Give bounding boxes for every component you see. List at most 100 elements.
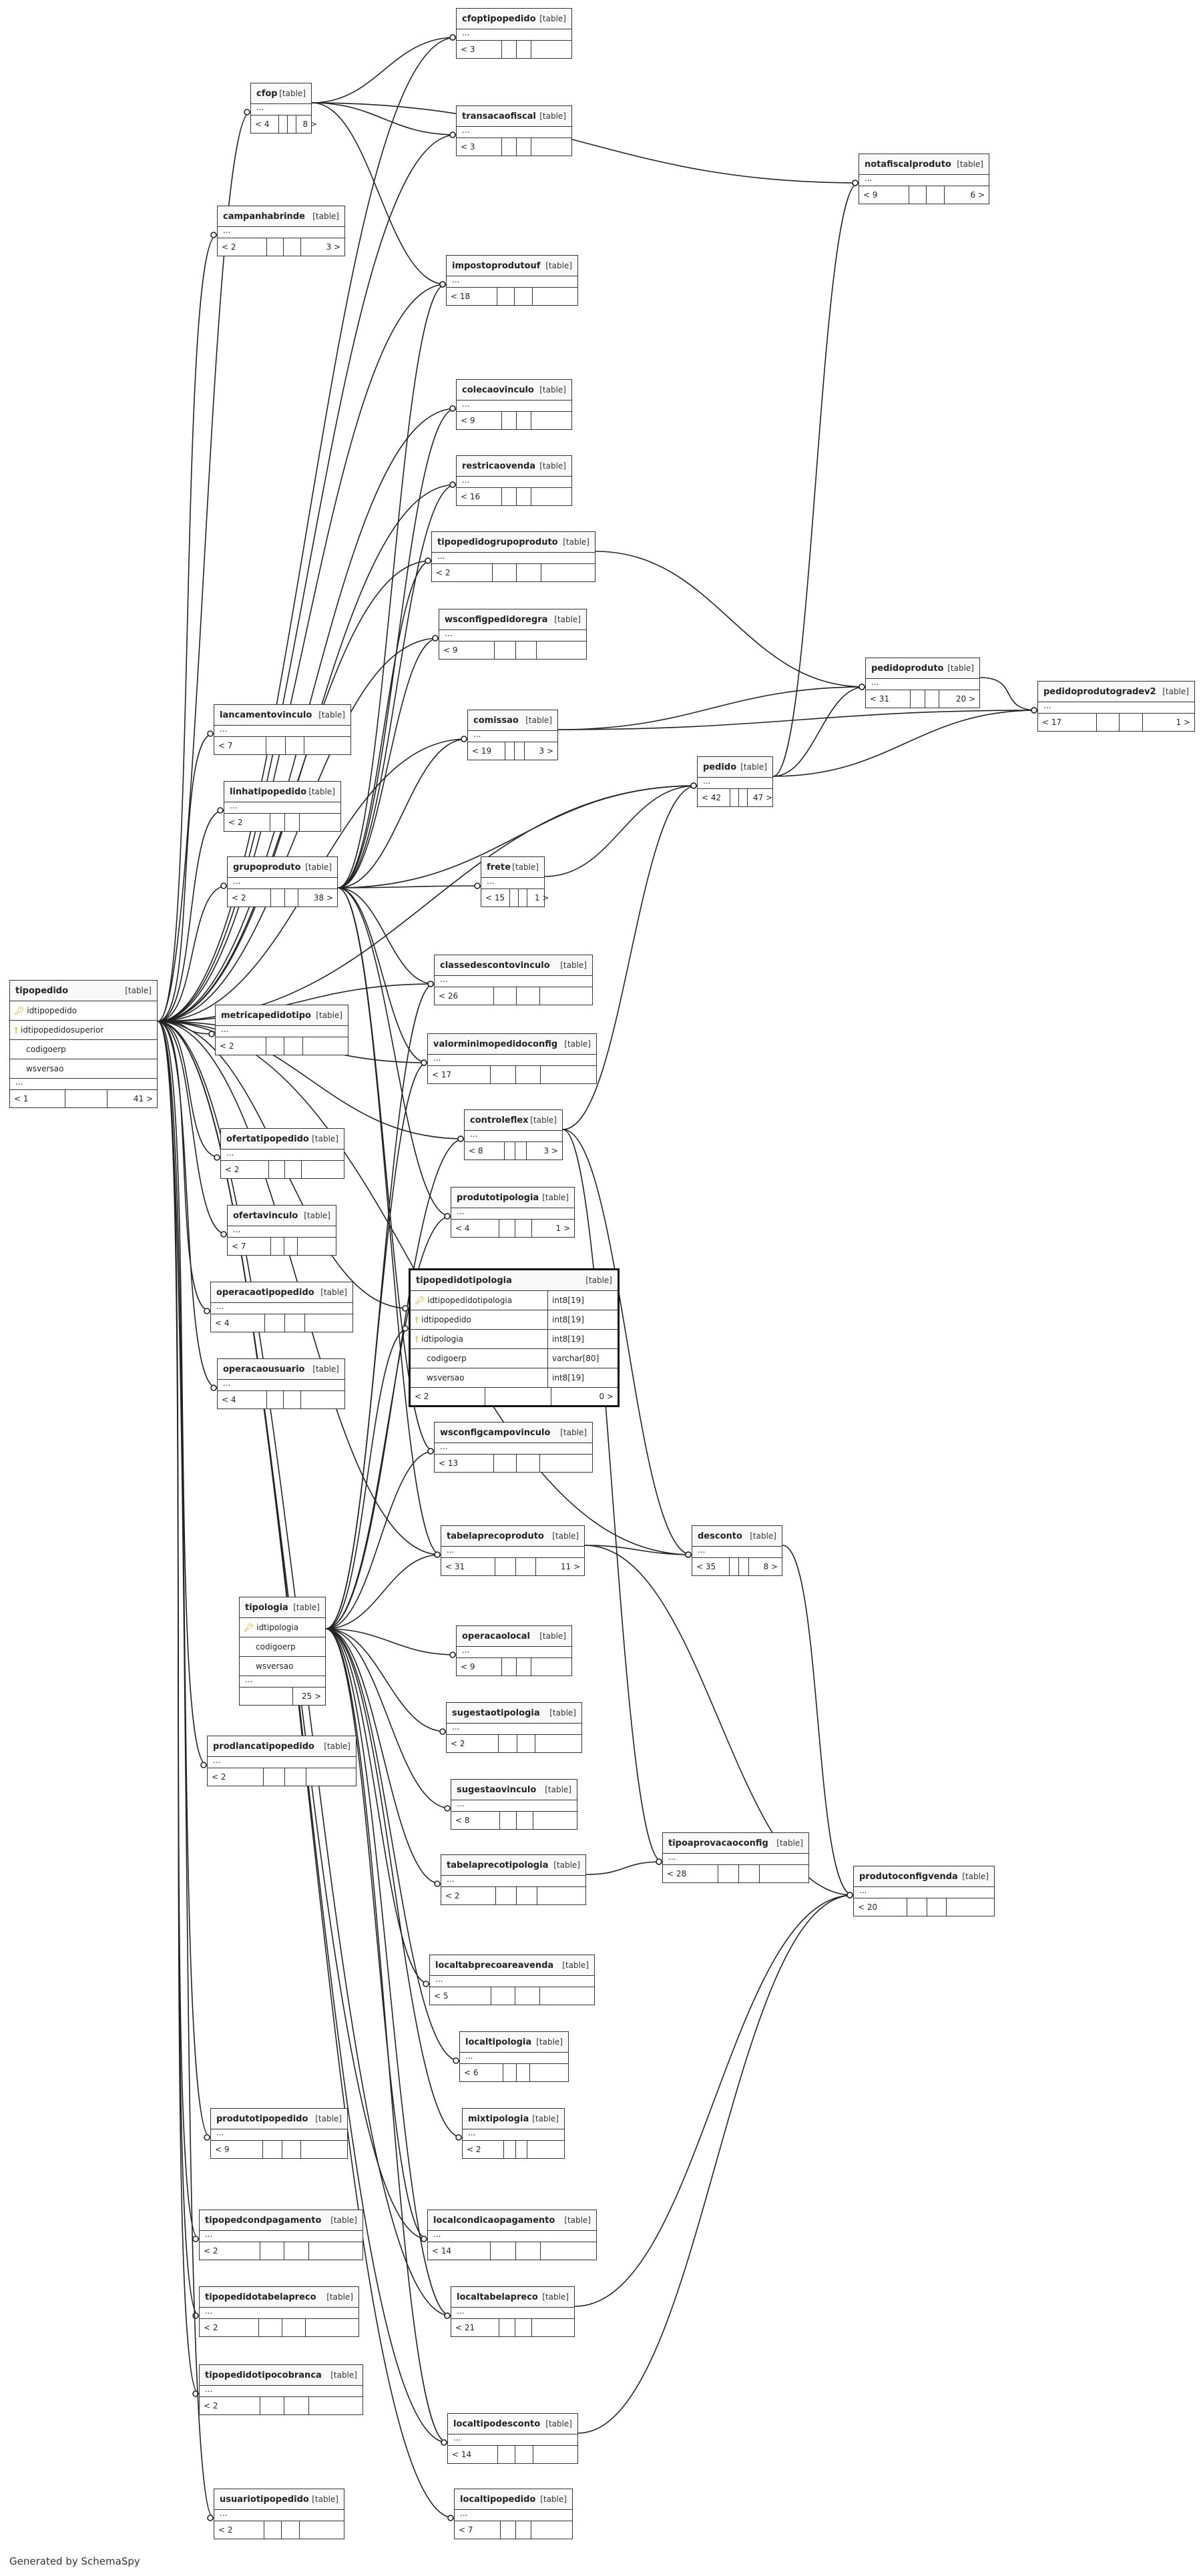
table-tipopedidogrupoproduto[interactable]: tipopedidogrupoproduto[table]...< 2 <box>431 531 595 582</box>
children-count[interactable]: < 26 <box>439 991 459 1001</box>
children-count[interactable]: < 2 <box>436 568 451 577</box>
parents-count[interactable]: 3 > <box>523 742 558 760</box>
table-localtipologia[interactable]: localtipologia[table]...< 6 <box>459 2031 569 2082</box>
children-count[interactable]: < 31 <box>445 1562 465 1571</box>
table-metricapedidotipo[interactable]: metricapedidotipo[table]...< 2 <box>215 1005 348 1055</box>
table-classedescontovinculo[interactable]: classedescontovinculo[table]...< 26 <box>434 955 593 1005</box>
children-count[interactable]: < 1 <box>14 1094 29 1103</box>
table-wsconfigpedidoregra[interactable]: wsconfigpedidoregra[table]...< 9 <box>439 609 587 660</box>
parents-count[interactable] <box>299 814 340 831</box>
children-count[interactable]: < 2 <box>220 1041 234 1051</box>
children-count[interactable]: < 7 <box>459 2525 473 2535</box>
children-count[interactable]: < 17 <box>1042 718 1062 727</box>
parents-count[interactable] <box>540 1066 596 1083</box>
table-mixtipologia[interactable]: mixtipologia[table]...< 2 <box>462 2108 565 2159</box>
parents-count[interactable] <box>300 1391 344 1408</box>
table-localcondicaopagamento[interactable]: localcondicaopagamento[table]...< 14 <box>427 2210 597 2260</box>
parents-count[interactable] <box>308 2397 363 2414</box>
table-tipopedcondpagamento[interactable]: tipopedcondpagamento[table]...< 2 <box>199 2210 363 2260</box>
parents-count[interactable] <box>536 1887 585 1904</box>
children-count[interactable]: < 28 <box>667 1869 687 1878</box>
parents-count[interactable] <box>305 1768 356 1786</box>
table-restricaovenda[interactable]: restricaovenda[table]...< 16 <box>456 455 572 506</box>
children-count[interactable]: < 31 <box>870 694 890 704</box>
children-count[interactable]: < 19 <box>472 746 492 756</box>
parents-count[interactable] <box>539 987 592 1005</box>
table-operacaolocal[interactable]: operacaolocal[table]...< 9 <box>456 1625 572 1676</box>
table-produtoconfigvenda[interactable]: produtoconfigvenda[table]...< 20 <box>853 1866 995 1916</box>
parents-count[interactable] <box>532 288 577 305</box>
table-localtabprecoareavenda[interactable]: localtabprecoareavenda[table]...< 5 <box>429 1955 595 2005</box>
parents-count[interactable] <box>530 41 571 58</box>
table-wsconfigcampovinculo[interactable]: wsconfigcampovinculo[table]...< 13 <box>434 1422 593 1473</box>
parents-count[interactable]: 1 > <box>1142 714 1195 731</box>
parents-count[interactable]: 38 > <box>298 889 337 907</box>
children-count[interactable]: < 5 <box>434 1991 449 2001</box>
children-count[interactable]: < 4 <box>215 1318 230 1328</box>
parents-count[interactable] <box>305 2319 358 2336</box>
children-count[interactable]: < 9 <box>443 646 458 655</box>
table-cfoptipopedido[interactable]: cfoptipopedido[table]...< 3 <box>456 8 572 59</box>
children-count[interactable]: < 3 <box>461 45 475 54</box>
children-count[interactable]: < 4 <box>222 1395 236 1404</box>
parents-count[interactable] <box>296 1238 336 1255</box>
children-count[interactable]: < 2 <box>204 2401 218 2410</box>
table-ofertavinculo[interactable]: ofertavinculo[table]...< 7 <box>227 1205 336 1256</box>
table-valorminimopedidoconfig[interactable]: valorminimopedidoconfig[table]...< 17 <box>427 1033 597 1084</box>
table-operacaousuario[interactable]: operacaousuario[table]...< 4 <box>217 1358 345 1409</box>
children-count[interactable]: < 2 <box>228 818 243 827</box>
parents-count[interactable]: 0 > <box>551 1388 618 1405</box>
children-count[interactable]: < 9 <box>215 2145 230 2154</box>
parents-count[interactable] <box>530 488 571 505</box>
table-sugestaovinculo[interactable]: sugestaovinculo[table]...< 8 <box>451 1779 577 1830</box>
table-localtipopedido[interactable]: localtipopedido[table]...< 7 <box>454 2489 573 2539</box>
parents-count[interactable]: 25 > <box>292 1688 325 1705</box>
table-tipopedido[interactable]: tipopedido[table] 🔑︎idtipopedido †idtipo… <box>9 980 158 1108</box>
children-count[interactable]: < 8 <box>455 1816 470 1825</box>
parents-count[interactable] <box>298 2521 344 2539</box>
parents-count[interactable]: 6 > <box>943 186 989 204</box>
table-tabelaprecotipologia[interactable]: tabelaprecotipologia[table]...< 2 <box>441 1854 586 1905</box>
table-sugestaotipologia[interactable]: sugestaotipologia[table]...< 2 <box>446 1702 582 1753</box>
children-count[interactable]: < 2 <box>212 1772 226 1782</box>
children-count[interactable]: < 8 <box>469 1146 483 1155</box>
table-ofertatipopedido[interactable]: ofertatipopedido[table]...< 2 <box>220 1128 344 1179</box>
parents-count[interactable]: 20 > <box>939 690 979 708</box>
table-tipoaprovacaoconfig[interactable]: tipoaprovacaoconfig[table]...< 28 <box>662 1832 809 1883</box>
parents-count[interactable]: 3 > <box>300 238 344 256</box>
children-count[interactable]: < 35 <box>696 1562 716 1571</box>
parents-count[interactable]: 3 > <box>526 1142 562 1160</box>
children-count[interactable]: < 13 <box>439 1459 459 1468</box>
parents-count[interactable] <box>308 2242 363 2260</box>
children-count[interactable]: < 14 <box>432 2246 452 2256</box>
parents-count[interactable] <box>300 2141 347 2158</box>
parents-count[interactable] <box>527 2141 564 2158</box>
parents-count[interactable] <box>758 1865 808 1882</box>
children-count[interactable]: < 3 <box>461 142 475 152</box>
children-count[interactable]: < 2 <box>451 1739 465 1748</box>
parents-count[interactable] <box>302 1037 348 1055</box>
table-tipopedidotabelapreco[interactable]: tipopedidotabelapreco[table]...< 2 <box>199 2286 359 2337</box>
children-count[interactable]: < 2 <box>204 2323 218 2332</box>
children-count[interactable]: < 15 <box>485 893 505 903</box>
children-count[interactable]: < 2 <box>445 1891 460 1900</box>
parents-count[interactable] <box>540 2242 596 2260</box>
table-colecaovinculo[interactable]: colecaovinculo[table]...< 9 <box>456 379 572 430</box>
parents-count[interactable]: 47 > <box>746 789 776 806</box>
children-count[interactable]: < 17 <box>432 1070 452 1079</box>
children-count[interactable]: < 2 <box>232 893 246 903</box>
parents-count[interactable]: 8 > <box>748 1558 782 1575</box>
parents-count[interactable]: 1 > <box>527 889 553 907</box>
children-count[interactable]: < 7 <box>232 1242 246 1251</box>
children-count[interactable]: < 21 <box>455 2323 475 2332</box>
